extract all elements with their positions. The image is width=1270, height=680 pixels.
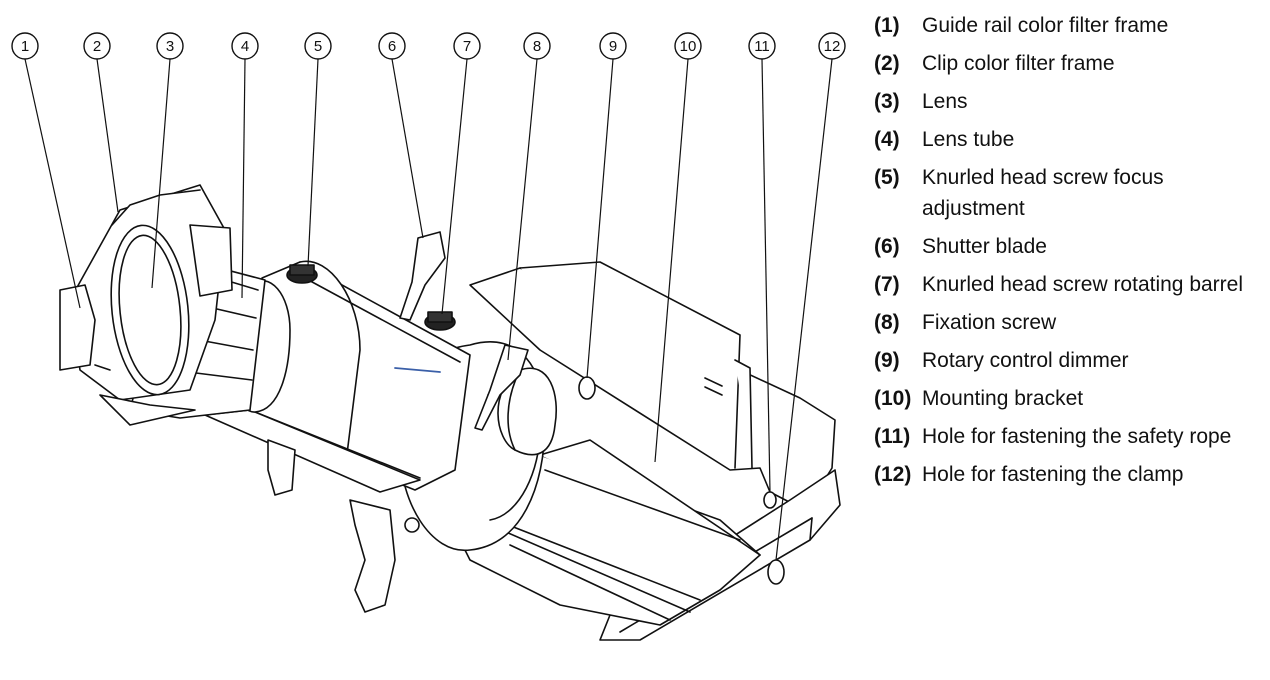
rotating-screw-part: [424, 311, 456, 331]
legend-item-4: (4) Lens tube: [874, 124, 1266, 155]
legend-number: (3): [874, 90, 900, 113]
callout-7: 7: [453, 32, 481, 60]
callout-11: 11: [748, 32, 776, 60]
legend-text: Clip color filter frame: [922, 52, 1115, 75]
callout-12: 12: [818, 32, 846, 60]
legend-text: Shutter blade: [922, 235, 1047, 258]
callout-label: 4: [241, 38, 249, 55]
legend-item-8: (8) Fixation screw: [874, 307, 1266, 338]
legend-number: (8): [874, 311, 900, 334]
legend-item-7: (7) Knurled head screw rotating barrel: [874, 269, 1266, 300]
legend-text: Fixation screw: [922, 311, 1057, 334]
leader-line-8: [507, 58, 538, 361]
leader-line-7: [441, 58, 468, 315]
legend-text: Guide rail color filter frame: [922, 14, 1169, 37]
legend-text: Hole for fastening the clamp: [922, 463, 1184, 486]
callout-9: 9: [599, 32, 627, 60]
legend-text: Hole for fastening the safety rope: [922, 425, 1232, 448]
legend-item-2: (2) Clip color filter frame: [874, 48, 1266, 79]
leader-line-12: [775, 58, 833, 561]
clamp-hole-part: [767, 559, 785, 585]
leader-line-5: [307, 58, 319, 267]
legend-text: Mounting bracket: [922, 387, 1084, 410]
lens-part: [110, 224, 190, 396]
callout-1: 1: [11, 32, 39, 60]
legend-number: (9): [874, 349, 900, 372]
focus-screw-part: [286, 264, 318, 284]
callout-8: 8: [523, 32, 551, 60]
leader-line-1: [24, 58, 81, 309]
callout-label: 5: [314, 38, 322, 55]
callout-6: 6: [378, 32, 406, 60]
legend-number: (11): [874, 425, 911, 448]
spotlight-drawing: 1 2 3 4 5 6 7 8 9 10 11 12: [11, 32, 846, 641]
legend-number: (4): [874, 128, 900, 151]
legend-number: (1): [874, 14, 900, 37]
legend-item-10: (10) Mounting bracket: [874, 383, 1266, 414]
legend-number: (5): [874, 166, 900, 189]
legend-item-12: (12) Hole for fastening the clamp: [874, 459, 1266, 490]
parts-legend: (1) Guide rail color filter frame (2) Clip…: [874, 10, 1266, 497]
leader-line-10: [654, 58, 689, 463]
legend-number: (2): [874, 52, 900, 75]
callout-label: 12: [824, 38, 841, 55]
leader-line-2: [96, 58, 119, 213]
barrel-part: [204, 260, 471, 493]
callout-5: 5: [304, 32, 332, 60]
legend-item-9: (9) Rotary control dimmer: [874, 345, 1266, 376]
legend-number: (10): [874, 387, 912, 410]
callout-label: 9: [609, 38, 617, 55]
callout-10: 10: [674, 32, 702, 60]
callout-label: 11: [754, 38, 770, 55]
front-hole-part: [404, 517, 420, 533]
legend-item-1: (1) Guide rail color filter frame: [874, 10, 1266, 41]
leader-line-9: [586, 58, 614, 379]
legend-number: (6): [874, 235, 900, 258]
legend-text: Rotary control dimmer: [922, 349, 1129, 372]
shutter-blade-bottom-part: [349, 499, 396, 613]
callout-label: 10: [680, 38, 697, 55]
leader-line-11: [761, 58, 771, 493]
leader-line-4: [241, 58, 246, 299]
legend-text: Knurled head screw rotating barrel: [922, 273, 1244, 296]
leader-line-3: [151, 58, 171, 289]
legend-text: Knurled head screw focus adjustment: [922, 166, 1164, 220]
legend-item-11: (11) Hole for fastening the safety rope: [874, 421, 1266, 452]
callout-label: 2: [93, 38, 101, 55]
legend-number: (7): [874, 273, 900, 296]
shutter-blade-left-part: [267, 439, 296, 496]
leader-line-6: [391, 58, 424, 239]
legend-text: Lens tube: [922, 128, 1015, 151]
legend-item-6: (6) Shutter blade: [874, 231, 1266, 262]
safety-rope-hole-part: [763, 491, 777, 509]
callout-label: 7: [463, 38, 471, 55]
legend-item-5: (5) Knurled head screw focus adjustment: [874, 162, 1266, 224]
legend-number: (12): [874, 463, 912, 486]
callout-label: 3: [166, 38, 174, 55]
callout-label: 1: [21, 38, 29, 55]
dimmer-hole-part: [578, 376, 596, 400]
callout-4: 4: [231, 32, 259, 60]
shutter-blade-part: [399, 231, 446, 321]
callout-3: 3: [156, 32, 184, 60]
legend-item-3: (3) Lens: [874, 86, 1266, 117]
callout-label: 8: [533, 38, 541, 55]
callout-2: 2: [83, 32, 111, 60]
legend-text: Lens: [922, 90, 968, 113]
shutter-blade-right-part: [474, 344, 529, 431]
callout-label: 6: [388, 38, 396, 55]
